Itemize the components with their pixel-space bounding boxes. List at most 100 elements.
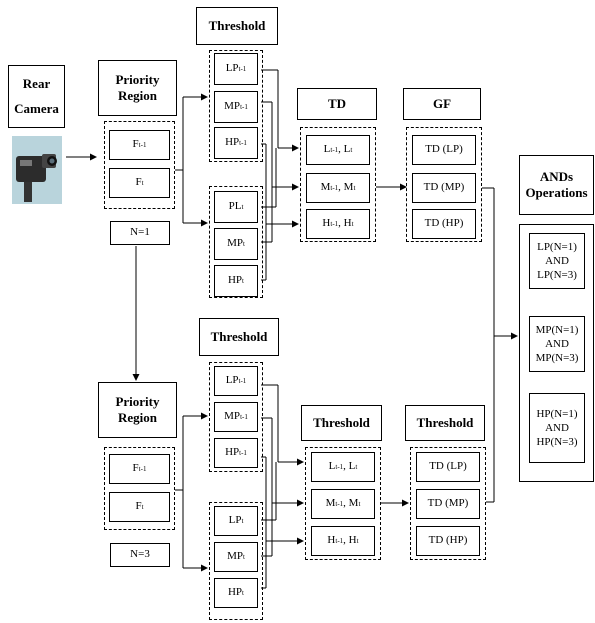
top-td-hp: TD (HP): [412, 209, 476, 239]
and-op-lp-line3: LP(N=3): [537, 269, 577, 282]
and-op-hp: HP(N=1) AND HP(N=3): [529, 393, 585, 463]
top-gf-group: [406, 127, 482, 242]
bottom-pair-l-b: L: [348, 460, 356, 473]
bottom-priority-label-line2: Region: [118, 410, 157, 425]
and-op-hp-line3: HP(N=3): [536, 436, 578, 449]
bottom-pair-l-a: L: [328, 460, 336, 473]
bottom-cur-threshold-group: [209, 502, 263, 620]
top-priority-region-box: Priority Region: [98, 60, 177, 116]
top-pair-m-b: M: [343, 181, 354, 194]
bottom-pair-m-b: M: [348, 497, 359, 510]
top-td-title: TD: [297, 88, 377, 120]
top-threshold-title: Threshold: [196, 7, 278, 45]
top-prev-threshold-group: [209, 50, 263, 162]
top-n-label: N=1: [110, 221, 170, 245]
top-pair-m-a: M: [320, 181, 331, 194]
top-pl-cur-base: PL: [228, 200, 242, 213]
top-priority-label-line2: Region: [118, 88, 157, 103]
bottom-hp-prev-base: HP: [225, 446, 240, 459]
top-td-lp: TD (LP): [412, 135, 476, 165]
and-op-mp-line3: MP(N=3): [535, 352, 579, 365]
bottom-pair-m-a: M: [325, 497, 336, 510]
rear-camera-box: Rear Camera: [8, 65, 65, 128]
bottom-priority-region-box: Priority Region: [98, 382, 177, 438]
top-mp-prev-base: MP: [224, 100, 241, 113]
bottom-threshold-title: Threshold: [199, 318, 279, 356]
bottom-outputs-group: [410, 447, 486, 560]
bottom-pair-l-sep: ,: [343, 460, 349, 473]
rear-camera-label-line1: Rear: [22, 76, 51, 92]
and-op-lp: LP(N=1) AND LP(N=3): [529, 233, 585, 289]
top-pair-h-a: H: [322, 217, 331, 230]
top-hp-cur-base: HP: [227, 274, 243, 287]
bottom-pair-m-sep: ,: [343, 497, 349, 510]
bottom-pair-h-sep: ,: [343, 534, 349, 547]
bottom-lp-cur-base: LP: [228, 514, 242, 527]
bottom-lp-prev-base: LP: [225, 374, 239, 387]
bottom-right-threshold-title: Threshold: [405, 405, 485, 441]
bottom-td-mp: TD (MP): [416, 489, 480, 519]
bottom-frame-prev-base: F: [132, 462, 139, 475]
and-op-mp-line1: MP(N=1): [535, 323, 579, 336]
top-priority-label-line1: Priority: [115, 71, 160, 87]
top-pair-l-b: L: [343, 143, 351, 156]
top-lp-prev-base: LP: [225, 62, 239, 75]
and-op-mp: MP(N=1) AND MP(N=3): [529, 316, 585, 372]
top-pair-h-b: H: [343, 217, 352, 230]
bottom-pair-h-b: H: [348, 534, 357, 547]
and-op-hp-line1: HP(N=1): [536, 407, 578, 420]
ands-operations-title: ANDs Operations: [519, 155, 594, 215]
and-op-lp-line2: AND: [545, 254, 569, 267]
top-td-group: [300, 127, 376, 242]
bottom-mid-threshold-title: Threshold: [301, 405, 382, 441]
ands-title-line2: Operations: [525, 185, 588, 200]
bottom-pair-h-a: H: [327, 534, 336, 547]
rear-camera-label-line2: Camera: [14, 100, 59, 116]
video-camera-icon: [12, 136, 62, 204]
top-frames-group: [104, 121, 175, 209]
top-hp-prev-base: HP: [225, 136, 240, 149]
top-mp-cur-base: MP: [227, 237, 243, 250]
and-op-lp-line1: LP(N=1): [537, 240, 577, 253]
ands-title-line1: ANDs: [539, 168, 574, 184]
bottom-priority-label-line1: Priority: [115, 393, 160, 409]
top-pair-h-sep: ,: [338, 217, 344, 230]
top-frame-prev-base: F: [132, 138, 139, 151]
bottom-n-label: N=3: [110, 543, 170, 567]
top-pair-l-a: L: [323, 143, 331, 156]
bottom-hp-cur-base: HP: [227, 586, 243, 599]
bottom-frame-cur-base: F: [135, 500, 142, 513]
bottom-mp-prev-base: MP: [224, 410, 241, 423]
and-op-hp-line2: AND: [545, 421, 569, 434]
bottom-prev-threshold-group: [209, 362, 263, 472]
top-pair-m-sep: ,: [338, 181, 344, 194]
top-cur-threshold-group: [209, 186, 263, 298]
and-op-mp-line2: AND: [545, 337, 569, 350]
bottom-mp-cur-base: MP: [227, 550, 243, 563]
top-td-mp: TD (MP): [412, 173, 476, 203]
bottom-pairs-group: [305, 447, 381, 560]
top-pair-l-sep: ,: [338, 143, 344, 156]
